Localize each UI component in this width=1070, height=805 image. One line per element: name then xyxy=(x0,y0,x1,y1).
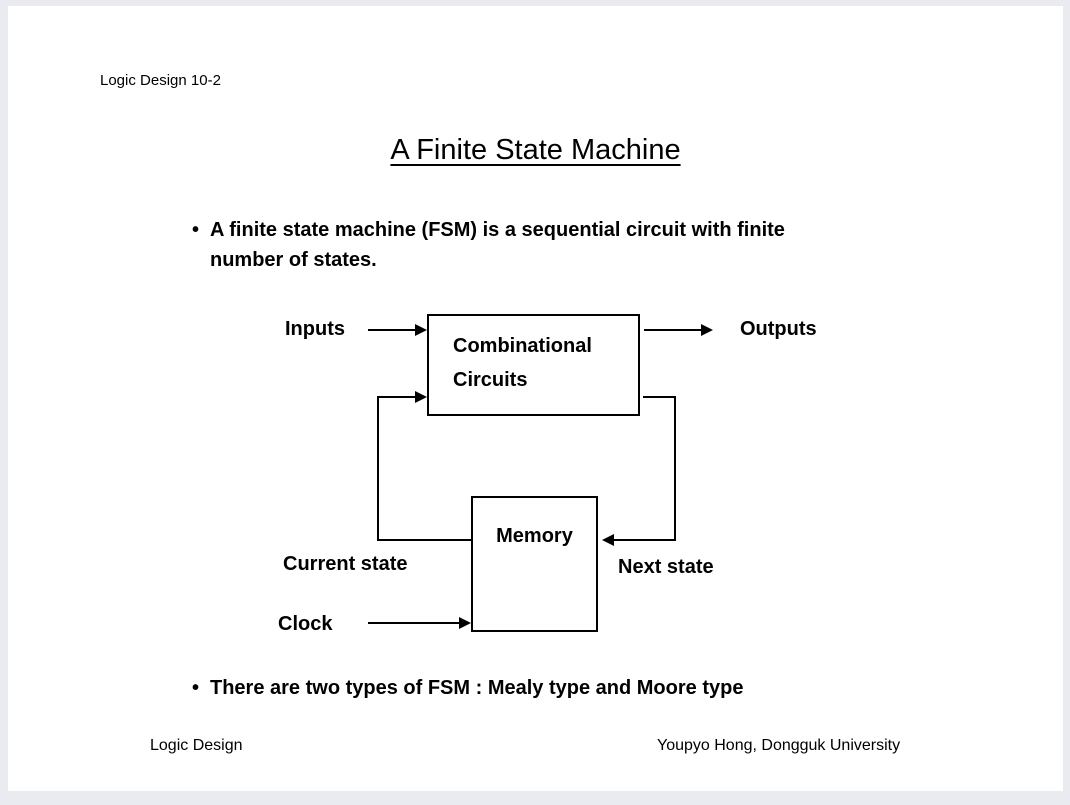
memory-box: Memory xyxy=(471,496,598,632)
bullet-text-line: A finite state machine (FSM) is a sequen… xyxy=(210,219,785,241)
combinational-box-label-line1: Combinational xyxy=(453,335,592,357)
next-state-arrowhead-icon xyxy=(602,534,614,546)
footer-course-label: Logic Design xyxy=(150,737,243,754)
bullet-text-line: There are two types of FSM : Mealy type … xyxy=(210,677,744,699)
outputs-label: Outputs xyxy=(740,318,817,340)
bullet-marker: • xyxy=(192,677,200,699)
bullet-marker: • xyxy=(192,219,200,241)
slide-header: Logic Design 10-2 xyxy=(100,72,221,89)
outputs-arrow-line xyxy=(644,329,702,331)
inputs-label: Inputs xyxy=(285,318,345,340)
combinational-box-label-line2: Circuits xyxy=(453,369,528,391)
next-state-line-vertical xyxy=(674,396,676,541)
memory-box-label: Memory xyxy=(496,525,573,547)
current-state-line-vertical xyxy=(377,396,379,541)
current-state-label: Current state xyxy=(283,553,408,575)
next-state-arrow-line xyxy=(613,539,676,541)
next-state-label: Next state xyxy=(618,556,714,578)
clock-arrowhead-icon xyxy=(459,617,471,629)
outputs-arrowhead-icon xyxy=(701,324,713,336)
clock-label: Clock xyxy=(278,613,333,635)
clock-arrow-line xyxy=(368,622,460,624)
footer-author-label: Youpyo Hong, Dongguk University xyxy=(657,737,901,754)
bullet-item-fsm-definition: A finite state machine (FSM) is a sequen… xyxy=(210,215,785,275)
inputs-arrow-line xyxy=(368,329,416,331)
combinational-circuits-box: Combinational Circuits xyxy=(427,314,640,416)
inputs-arrowhead-icon xyxy=(415,324,427,336)
bullet-text-line: number of states. xyxy=(210,249,377,271)
current-state-line-horizontal xyxy=(377,539,473,541)
next-state-line-horizontal-top xyxy=(643,396,676,398)
current-state-arrowhead-icon xyxy=(415,391,427,403)
slide-title: A Finite State Machine xyxy=(390,134,681,166)
current-state-arrow-line xyxy=(378,396,416,398)
bullet-item-fsm-types: There are two types of FSM : Mealy type … xyxy=(210,673,743,703)
slide-page: Logic Design 10-2 A Finite State Machine… xyxy=(8,6,1063,791)
